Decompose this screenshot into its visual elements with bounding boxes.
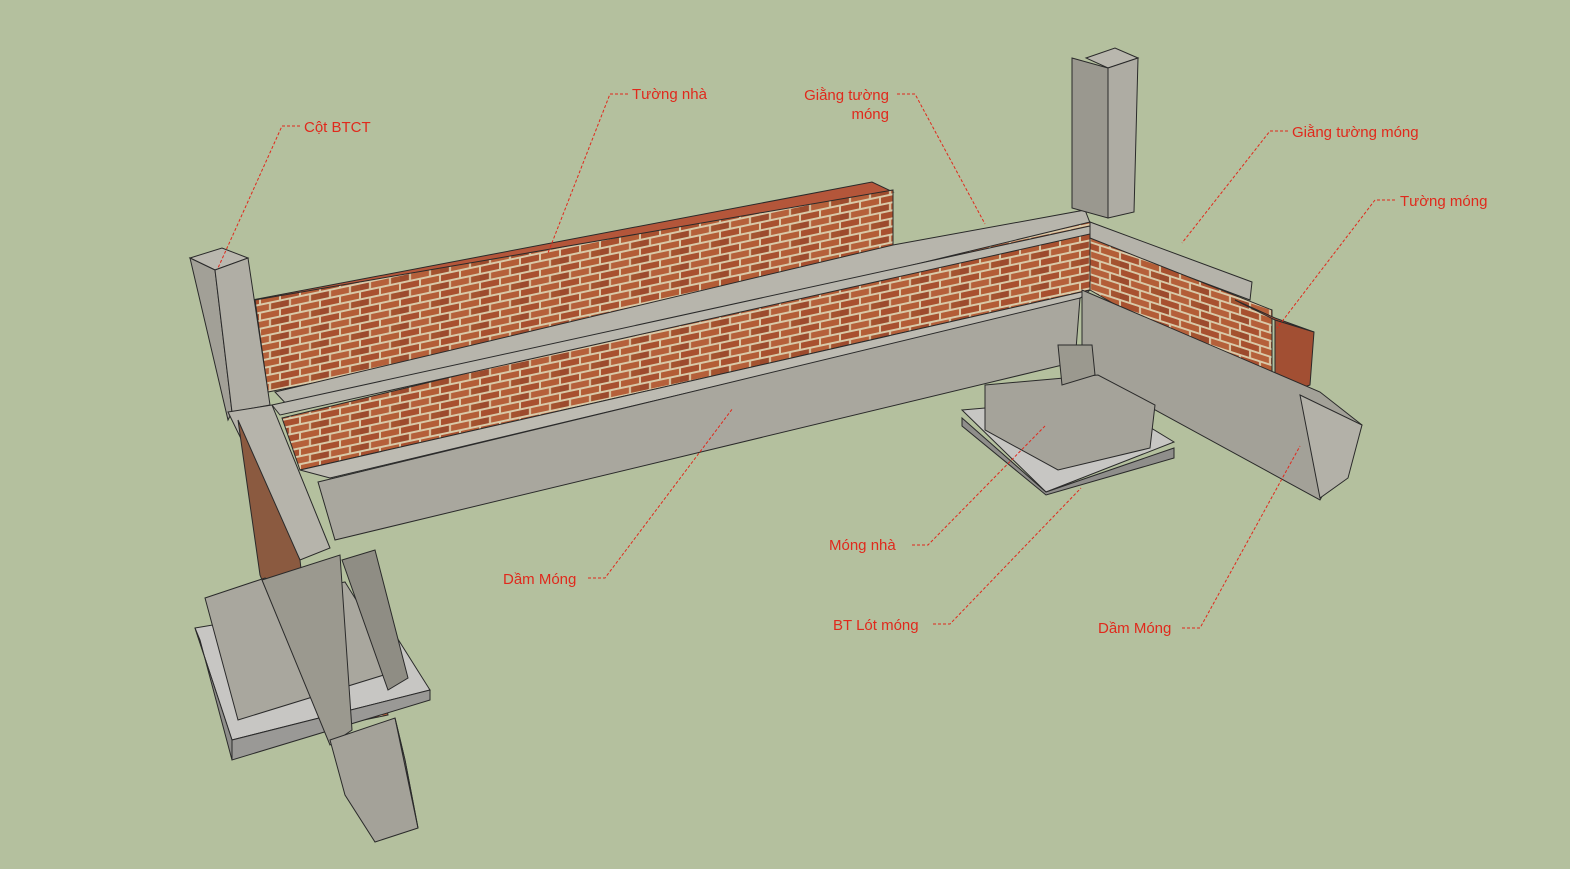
label-tuong-mong: Tường móng [1400, 193, 1487, 210]
right-column [1071, 47, 1140, 219]
label-giang-tuong-mong-top-2: móng [851, 106, 889, 123]
leader-giang-right [1181, 130, 1288, 244]
leader-lines [217, 93, 1395, 629]
left-beam-end [261, 554, 419, 843]
label-giang-tuong-mong-right: Giằng tường móng [1292, 124, 1419, 141]
label-bt-lot-mong: BT Lót móng [833, 617, 919, 634]
labels: Cột BTCT Tường nhà Giằng tường móng Giằn… [304, 86, 1487, 637]
label-cot-btct: Cột BTCT [304, 119, 371, 136]
right-wall [1081, 221, 1363, 501]
leader-mong-nha [912, 425, 1046, 546]
leader-tuong-mong [1276, 199, 1395, 329]
label-dam-mong-right: Dầm Móng [1098, 620, 1171, 637]
left-column [188, 247, 271, 422]
leader-cot-btct [217, 125, 300, 269]
leader-giang-top [897, 93, 986, 225]
label-dam-mong-left: Dầm Móng [503, 571, 576, 588]
label-tuong-nha: Tường nhà [632, 86, 708, 103]
front-foundation [271, 221, 1091, 541]
leader-tuong-nha [547, 93, 628, 254]
leader-bt-lot [933, 487, 1082, 625]
label-giang-tuong-mong-top-1: Giằng tường [804, 87, 889, 104]
leader-dam-mong-left [588, 407, 734, 579]
label-mong-nha: Móng nhà [829, 537, 896, 554]
right-footing [960, 344, 1176, 496]
leader-dam-mong-right [1182, 445, 1301, 629]
